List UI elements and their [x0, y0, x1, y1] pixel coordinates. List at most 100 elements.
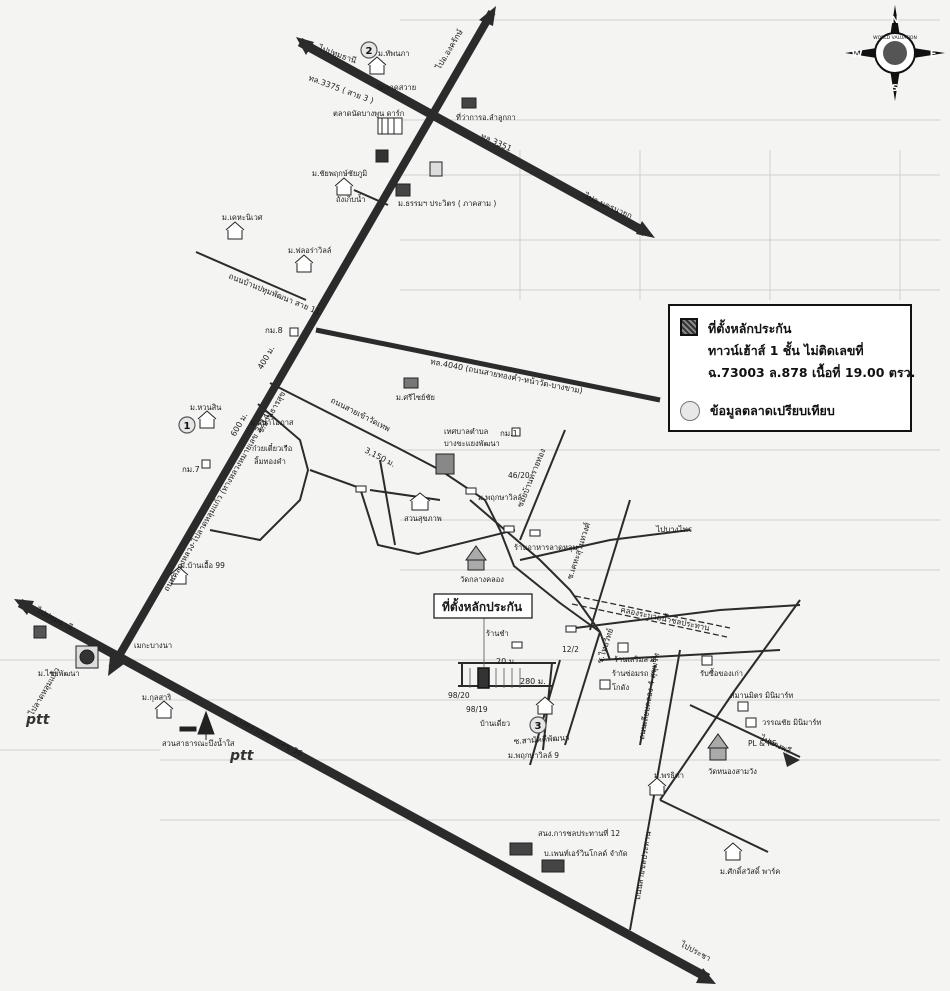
house-icon — [535, 696, 555, 715]
house-icon — [367, 56, 387, 75]
place-label: ม.ศรีไซย์ชัย — [396, 393, 435, 402]
place-label: ม.บ้านเอื้อ 99 — [180, 560, 225, 570]
place-label: ถังเก็บน้ำ — [336, 194, 365, 204]
place-label: PL & PS — [748, 739, 777, 748]
legend-row-comparison: ข้อมูลตลาดเปรียบเทียบ — [680, 401, 835, 421]
place-label: ม.เคหะนิเวศ — [222, 213, 263, 222]
road-label: 400 ม. — [256, 344, 277, 371]
gas-station-icon — [375, 149, 389, 163]
place-label: ก๋วยเตี๋ยวเรือ — [252, 443, 292, 453]
road-label: คลองระบายน้ำชลประทาน — [620, 603, 712, 633]
comparison-marker-3 — [529, 716, 547, 734]
place-label: ม.พฤกษาวิลล์ — [478, 493, 522, 502]
house-icon — [355, 485, 367, 493]
legend-line4: ข้อมูลตลาดเปรียบเทียบ — [710, 403, 835, 418]
legend-line1: ที่ตั้งหลักประกัน — [708, 321, 792, 336]
house-icon — [197, 410, 217, 429]
place-label: ม.หวนสิน — [190, 403, 221, 412]
place-label: ที่ว่าการอ.ลำลูกกา — [456, 112, 516, 122]
road-3375 — [297, 38, 648, 236]
place-label: 46/20 — [508, 471, 530, 480]
road-bangsai — [195, 251, 307, 301]
house-icon — [154, 700, 174, 719]
place-label: โกดัง — [612, 683, 629, 692]
legend-collateral-text: ที่ตั้งหลักประกัน ทาวน์เฮ้าส์ 1 ชั้น ไม่… — [708, 318, 915, 384]
collateral-swatch-icon — [680, 318, 698, 336]
building-icon — [377, 117, 403, 135]
place-label: ร้านเสริมสวย — [614, 655, 657, 664]
road-label: กม.8 — [265, 326, 283, 335]
road-4040 — [315, 327, 661, 403]
place-label: ร้านชำ — [486, 629, 509, 638]
compass-brand: WORLD VALUATION — [873, 35, 917, 41]
building-icon — [403, 377, 419, 389]
road-label: 280 ม. — [520, 677, 546, 686]
road-label: กม.7 — [182, 465, 200, 474]
compass-n: N — [891, 15, 899, 26]
road-label: ซ.สามัคคีพัฒนา — [514, 733, 570, 746]
house-icon — [511, 641, 523, 649]
place-label: ร้านอาหารลาดหลุม — [514, 543, 577, 552]
place-label: ม.กุลสาริ — [142, 693, 171, 702]
comparison-number: 3 — [535, 721, 542, 732]
house-icon — [511, 427, 521, 437]
road-36 — [17, 599, 711, 982]
shop-icon — [737, 701, 749, 712]
shop-icon — [599, 679, 611, 690]
house-icon — [169, 566, 189, 585]
place-label: ม.ชัยพฤกษ์ชัยภูมิ — [312, 169, 367, 178]
place-label: ม.ธนาโอภาส — [250, 418, 294, 427]
place-label: ม.ทัพนภา — [378, 49, 410, 58]
place-label: บ.เพนท์เอร์วินโกลด์ จำกัด — [544, 849, 628, 858]
collateral-site-marker — [477, 667, 490, 689]
house-icon — [723, 842, 743, 861]
comparison-marker-2 — [360, 41, 378, 59]
shop-icon — [617, 642, 629, 653]
road-label: ทล.4040 (ถนนสายทองคำ-หน้าวัด-บางขาม) — [430, 357, 584, 395]
park-bench-icon — [179, 726, 197, 732]
road-label: ถนนเลียบคลอง 4 สุขุมวิท — [637, 652, 661, 740]
building-icon — [435, 453, 455, 475]
building-icon — [461, 97, 477, 109]
place-label: รับซื้อของเก่า — [700, 668, 743, 678]
comparison-marker-1 — [178, 416, 196, 434]
shop-icon — [701, 655, 713, 666]
main-roads — [17, 9, 711, 982]
legend-comparison-text: ข้อมูลตลาดเปรียบเทียบ — [710, 401, 835, 421]
place-label: 98/19 — [466, 705, 488, 714]
ptt-station-icon — [75, 645, 99, 669]
place-label: เทศบาลตำบล — [444, 427, 488, 436]
place-label: 98/20 — [448, 691, 470, 700]
house-icon — [565, 625, 577, 633]
road-label: ถนนสายชลประทาน — [633, 830, 653, 900]
legend-line3: ฉ.73003 ล.878 เนื้อที่ 19.00 ตรว. — [708, 365, 916, 380]
house-icon — [334, 177, 354, 196]
building-icon — [395, 183, 411, 197]
place-label: วัดกลางคลอง — [460, 575, 504, 584]
place-label: ม.ศักดิ์สวัสดิ์ พาร์ค — [720, 866, 780, 876]
place-label: ลิ้มทองคำ — [254, 456, 286, 466]
place-label: วรรณชัย มินิมาร์ท — [762, 718, 821, 727]
compass-s: S — [891, 83, 898, 94]
gas-pump-icon — [429, 161, 443, 177]
legend-row-collateral: ที่ตั้งหลักประกัน ทาวน์เฮ้าส์ 1 ชั้น ไม่… — [680, 318, 915, 384]
factory-icon — [541, 859, 565, 873]
house-icon — [529, 529, 541, 537]
house-icon — [465, 487, 477, 495]
ptt-logo: ptt — [229, 748, 255, 764]
road-kanda — [353, 189, 389, 206]
house-icon — [289, 327, 299, 337]
comparison-markers — [178, 41, 547, 734]
place-label: ตลาดนัดบางพูน ดาร์ก — [333, 109, 404, 118]
comparison-number: 1 — [184, 421, 191, 432]
shop-icon — [745, 717, 757, 728]
house-icon — [503, 525, 515, 533]
house-icon — [294, 254, 314, 273]
landmark-icons — [33, 56, 757, 873]
place-label: ร้านซ่อมรถ — [612, 669, 648, 678]
road-label: ไปบางไทร — [655, 525, 693, 534]
place-label: เมกะบางนา — [134, 641, 172, 650]
road-3214 — [108, 9, 496, 671]
place-label: ม.พรธิดา — [654, 771, 684, 780]
